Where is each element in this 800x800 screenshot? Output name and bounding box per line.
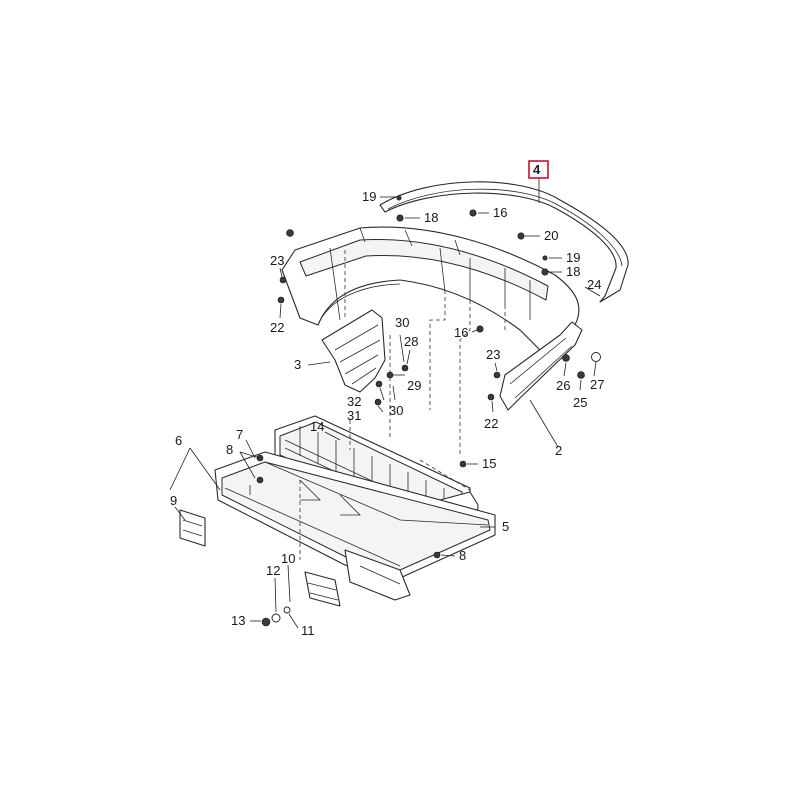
side-bracket xyxy=(321,309,386,393)
callout-13[interactable]: 13 xyxy=(231,613,245,628)
callout-15[interactable]: 15 xyxy=(482,456,496,471)
callout-23-right[interactable]: 23 xyxy=(486,347,500,362)
callout-22-right[interactable]: 22 xyxy=(484,416,498,431)
callout-24[interactable]: 24 xyxy=(587,277,601,292)
callout-9[interactable]: 9 xyxy=(170,493,177,508)
mount-bracket-left xyxy=(179,509,206,547)
callout-8-left[interactable]: 8 xyxy=(226,442,233,457)
callout-14[interactable]: 14 xyxy=(310,419,324,434)
callout-28[interactable]: 28 xyxy=(404,334,418,349)
callout-8-right[interactable]: 8 xyxy=(459,548,466,563)
callout-25[interactable]: 25 xyxy=(573,395,587,410)
callout-11[interactable]: 11 xyxy=(301,623,315,638)
callout-10[interactable]: 10 xyxy=(281,551,295,566)
bumper-reinforcement-beam xyxy=(214,451,496,601)
callout-31[interactable]: 31 xyxy=(347,408,361,423)
callout-19-top[interactable]: 19 xyxy=(362,189,376,204)
callout-4[interactable]: 4 xyxy=(533,162,541,177)
callout-18-top[interactable]: 18 xyxy=(424,210,438,225)
bumper-moulding-strip xyxy=(379,181,629,303)
leader-lines xyxy=(169,178,601,629)
assembly-guide-lines xyxy=(299,250,506,560)
callout-2[interactable]: 2 xyxy=(555,443,562,458)
callout-labels: 4 19 18 16 20 19 18 24 23 22 16 30 28 3 … xyxy=(170,162,604,638)
callout-22-left[interactable]: 22 xyxy=(270,320,284,335)
callout-30-bottom[interactable]: 30 xyxy=(389,403,403,418)
callout-30-top[interactable]: 30 xyxy=(395,315,409,330)
callout-16-top[interactable]: 16 xyxy=(493,205,507,220)
callout-16-mid[interactable]: 16 xyxy=(454,325,468,340)
callout-32[interactable]: 32 xyxy=(347,394,361,409)
callout-20[interactable]: 20 xyxy=(544,228,558,243)
callout-6[interactable]: 6 xyxy=(175,433,182,448)
callout-18-right[interactable]: 18 xyxy=(566,264,580,279)
callout-29[interactable]: 29 xyxy=(407,378,421,393)
callout-3[interactable]: 3 xyxy=(294,357,301,372)
callout-12[interactable]: 12 xyxy=(266,563,280,578)
fasteners xyxy=(256,195,601,627)
callout-26[interactable]: 26 xyxy=(556,378,570,393)
highlight-box xyxy=(528,160,549,179)
callout-19-right[interactable]: 19 xyxy=(566,250,580,265)
bumper-cover xyxy=(281,226,580,351)
callout-23-left[interactable]: 23 xyxy=(270,253,284,268)
mount-bracket-lower xyxy=(304,571,341,607)
callout-7[interactable]: 7 xyxy=(236,427,243,442)
callout-5[interactable]: 5 xyxy=(502,519,509,534)
bumper-side-end xyxy=(499,321,583,411)
callout-27[interactable]: 27 xyxy=(590,377,604,392)
